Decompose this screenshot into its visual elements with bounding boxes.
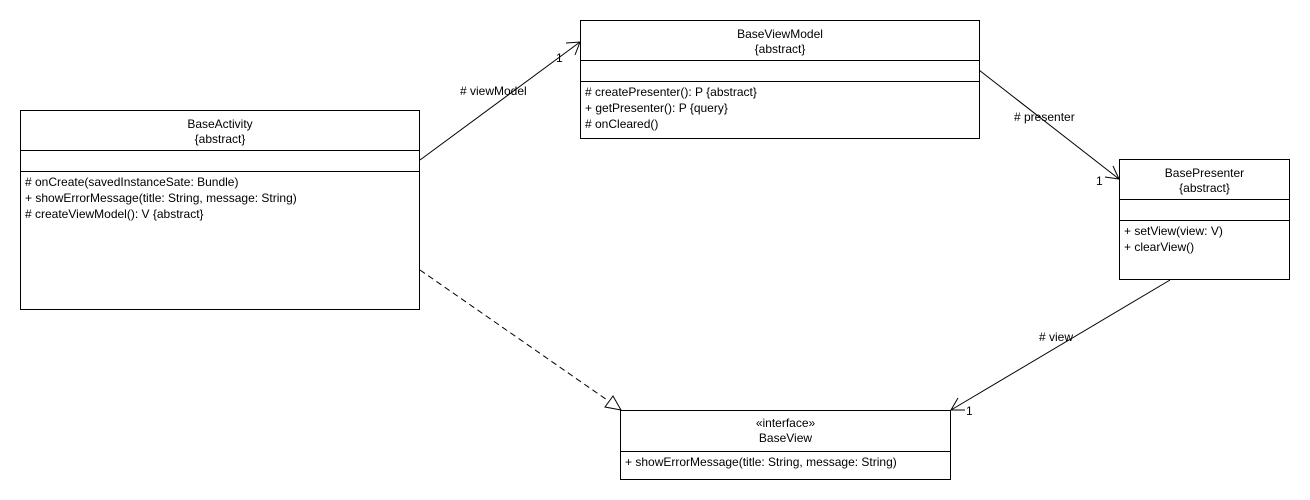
role-label-viewmodel: # viewModel [460,84,527,98]
role-label-presenter: # presenter [1014,110,1075,124]
attributes-compartment [1120,199,1289,220]
operations-compartment: + showErrorMessage(title: String, messag… [621,451,950,472]
operations-compartment: + setView(view: V) + clearView() [1120,220,1289,257]
class-stereotype: {abstract} [194,132,246,146]
operation: # onCleared() [585,117,659,131]
class-stereotype: {abstract} [754,42,806,56]
operation: # onCreate(savedInstanceSate: Bundle) [25,175,239,189]
class-header: BasePresenter {abstract} [1120,160,1289,199]
operation: + showErrorMessage(title: String, messag… [25,191,297,205]
multiplicity-label-presenter: 1 [1096,174,1103,188]
operation: # createViewModel(): V {abstract} [25,207,204,221]
class-base-presenter[interactable]: BasePresenter {abstract} + setView(view:… [1119,159,1290,280]
multiplicity-label-viewmodel: 1 [556,51,563,65]
operation: + clearView() [1124,240,1195,254]
class-name: BaseView [758,431,813,445]
class-base-view[interactable]: «interface» BaseView + showErrorMessage(… [620,410,951,480]
class-header: BaseViewModel {abstract} [581,21,979,60]
attributes-compartment [581,60,979,81]
operation: + setView(view: V) [1124,224,1223,238]
class-base-activity[interactable]: BaseActivity {abstract} # onCreate(saved… [20,110,420,310]
class-name: BaseActivity [187,117,253,131]
operations-compartment: # createPresenter(): P {abstract} + getP… [581,81,979,134]
class-name: BasePresenter [1164,166,1245,180]
multiplicity-label-view: 1 [966,404,973,418]
association-view-edge [950,279,1171,411]
realization-edge [419,269,622,411]
class-stereotype: {abstract} [1179,181,1230,195]
association-presenter-edge [978,69,1120,180]
role-label-view: # view [1039,330,1074,344]
attributes-compartment [21,150,419,171]
operation: + showErrorMessage(title: String, messag… [625,455,897,469]
class-stereotype: «interface» [755,416,816,430]
class-header: BaseActivity {abstract} [21,111,419,150]
operation: # createPresenter(): P {abstract} [585,85,757,99]
operations-compartment: # onCreate(savedInstanceSate: Bundle) + … [21,171,419,224]
class-header: «interface» BaseView [621,411,950,451]
operation: + getPresenter(): P {query} [585,101,728,115]
class-base-view-model[interactable]: BaseViewModel {abstract} # createPresent… [580,20,980,139]
class-name: BaseViewModel [737,27,823,41]
